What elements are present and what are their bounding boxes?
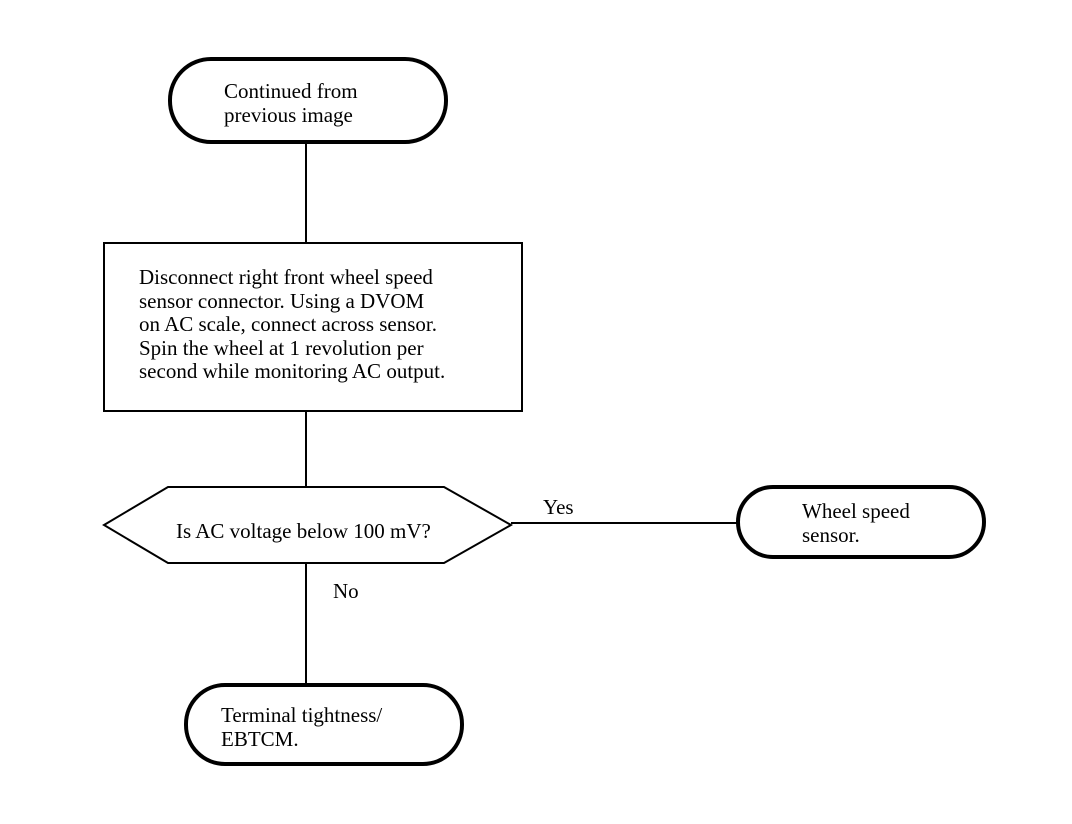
no-terminal-text: Terminal tightness/ EBTCM. <box>221 703 383 751</box>
yes-terminal-text: Wheel speed sensor. <box>802 499 910 547</box>
no-terminal-shape <box>184 683 464 766</box>
yes-branch-label: Yes <box>543 495 574 519</box>
no-branch-label: No <box>333 579 359 603</box>
decision-question-text: Is AC voltage below 100 mV? <box>176 519 431 543</box>
process-step-text: Disconnect right front wheel speed senso… <box>139 265 446 383</box>
start-terminal-shape <box>168 57 448 144</box>
decision-hexagon-shape <box>102 486 514 564</box>
start-terminal-text: Continued from previous image <box>224 79 358 127</box>
process-box-shape <box>103 242 523 412</box>
yes-terminal-shape <box>736 485 986 559</box>
